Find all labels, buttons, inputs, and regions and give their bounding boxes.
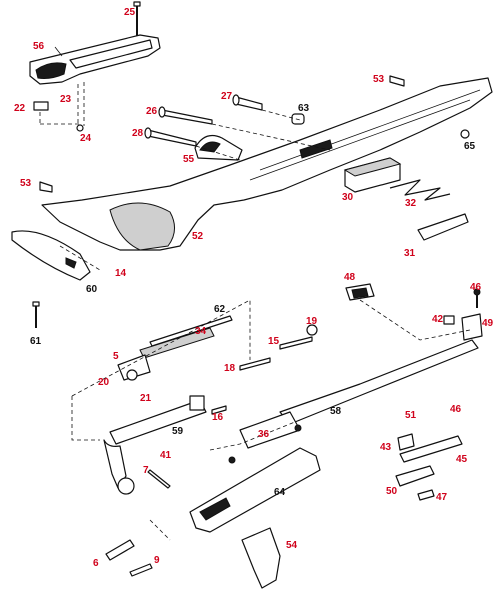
part-49 <box>461 313 483 341</box>
label-5: 5 <box>113 351 119 362</box>
callout-labels: 25 56 22 23 24 27 26 28 55 63 53 65 53 3… <box>14 7 494 569</box>
label-18: 18 <box>224 363 236 374</box>
label-31: 31 <box>404 248 416 259</box>
label-24: 24 <box>80 133 92 144</box>
label-15: 15 <box>268 336 280 347</box>
label-53-left: 53 <box>20 178 32 189</box>
part-43 <box>397 433 415 451</box>
label-46-bottom: 46 <box>450 404 462 415</box>
stock <box>41 77 493 251</box>
label-43: 43 <box>380 442 392 453</box>
screw-27 <box>232 94 263 111</box>
label-47: 47 <box>436 492 448 503</box>
screw-46-top <box>473 288 481 308</box>
label-46-top: 46 <box>470 282 482 293</box>
label-52: 52 <box>192 231 204 242</box>
spring-9 <box>129 563 153 577</box>
label-58: 58 <box>330 406 342 417</box>
label-22: 22 <box>14 103 26 114</box>
label-25: 25 <box>124 7 136 18</box>
label-48: 48 <box>344 272 356 283</box>
escutcheon-55 <box>194 135 243 161</box>
buttplate <box>11 230 91 281</box>
trigger-54 <box>241 527 281 589</box>
label-23: 23 <box>60 94 72 105</box>
magazine-box <box>343 157 402 193</box>
label-61: 61 <box>30 336 42 347</box>
label-30: 30 <box>342 192 354 203</box>
bolt-shroud <box>117 354 151 381</box>
label-34: 34 <box>195 326 207 337</box>
extractor-19 <box>306 324 318 336</box>
sear-6 <box>105 539 135 561</box>
alignment-lines <box>59 82 471 541</box>
label-36: 36 <box>258 429 270 440</box>
screw-61 <box>32 301 40 328</box>
label-64: 64 <box>274 487 286 498</box>
swivel-53 <box>39 75 405 193</box>
label-60: 60 <box>86 284 98 295</box>
label-7: 7 <box>143 465 149 476</box>
part-42 <box>443 315 455 325</box>
label-59: 59 <box>172 426 184 437</box>
label-16: 16 <box>212 412 224 423</box>
bushing-63 <box>291 113 305 125</box>
small-parts-22-23-24 <box>33 84 84 132</box>
label-32: 32 <box>405 198 417 209</box>
label-19: 19 <box>306 316 318 327</box>
screw-25 <box>133 1 141 36</box>
label-50: 50 <box>386 486 398 497</box>
label-45: 45 <box>456 454 468 465</box>
label-51: 51 <box>405 410 417 421</box>
safety-45 <box>395 435 463 487</box>
label-14: 14 <box>115 268 127 279</box>
base-48 <box>345 283 375 301</box>
trigger-housing <box>189 424 321 533</box>
screw-28 <box>144 127 197 147</box>
label-62: 62 <box>214 304 226 315</box>
part-16 <box>211 405 227 415</box>
label-27: 27 <box>221 91 233 102</box>
label-9: 9 <box>154 555 160 566</box>
label-65: 65 <box>464 141 476 152</box>
label-53-top: 53 <box>373 74 385 85</box>
screw-47 <box>417 489 435 501</box>
follower <box>417 213 469 241</box>
label-63: 63 <box>298 103 310 114</box>
pin-15 <box>279 336 313 350</box>
label-26: 26 <box>146 106 158 117</box>
firing-pin <box>149 315 233 347</box>
trigger-guard-assembly <box>29 34 161 85</box>
label-6: 6 <box>93 558 99 569</box>
pin-18 <box>239 357 271 371</box>
label-41: 41 <box>160 450 172 461</box>
label-56: 56 <box>33 41 45 52</box>
pin-7 <box>147 469 171 489</box>
label-21: 21 <box>140 393 152 404</box>
label-20: 20 <box>98 377 110 388</box>
magazine-spring <box>389 179 451 201</box>
bolt-body <box>103 395 207 495</box>
label-54: 54 <box>286 540 298 551</box>
swivel-65 <box>460 129 470 139</box>
label-42: 42 <box>432 314 444 325</box>
barrel <box>239 339 479 449</box>
label-28: 28 <box>132 128 144 139</box>
screw-26 <box>158 106 213 125</box>
label-55: 55 <box>183 154 195 165</box>
label-49: 49 <box>482 318 494 329</box>
